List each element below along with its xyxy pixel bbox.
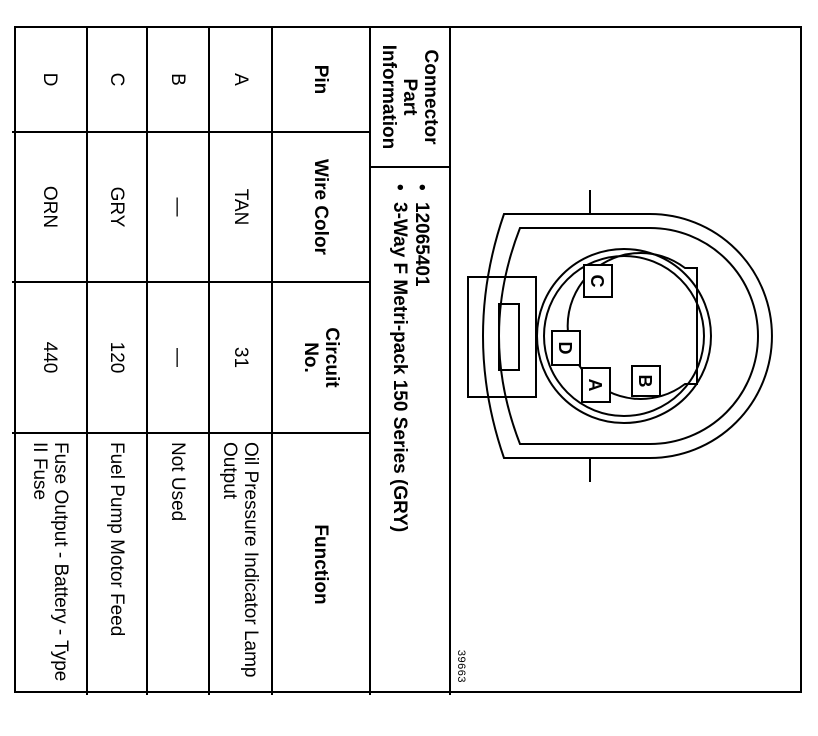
row-d-function-text: Fuse Output - Battery - Type II Fuse — [29, 442, 71, 682]
row-a-function-text: Oil Pressure Indicator Lamp Output — [219, 442, 262, 678]
pin-cavity-a — [581, 367, 611, 403]
connector-face-svg: A B C D — [467, 190, 773, 482]
header-circuit-no: Circuit No. — [273, 283, 369, 432]
row-c-wire-color-text: GRY — [106, 186, 128, 228]
row-c-circuit-no: 120 — [88, 283, 146, 432]
header-function: Function — [273, 434, 369, 695]
row-b-circuit-no-text: — — [167, 348, 189, 367]
row-b-pin: B — [148, 28, 208, 131]
row-a-pin: A — [210, 28, 271, 131]
row-b-wire-color-text: — — [167, 197, 189, 217]
row-d-circuit-no-text: 440 — [39, 341, 61, 374]
connector-housing-outline — [482, 213, 773, 459]
pin-label-c: C — [587, 275, 607, 288]
header-pin-text: Pin — [310, 64, 332, 95]
header-function-text: Function — [310, 524, 332, 605]
divider-drawing-table — [449, 28, 451, 695]
connector-diagram: A B C D 39663 Connector Part Information — [12, 26, 802, 695]
row-d-pin-text: D — [39, 72, 61, 87]
row-b-pin-text: B — [167, 73, 189, 86]
row-b-function-text: Not Used — [167, 442, 189, 522]
row-c-pin: C — [88, 28, 146, 131]
row-a-circuit-no: 31 — [210, 283, 271, 432]
header-wire-color-text: Wire Color — [310, 159, 332, 255]
pin-label-d: D — [555, 342, 575, 355]
pin-cavity-c — [583, 264, 613, 298]
locking-tab-slot — [498, 303, 520, 371]
header-wire-color: Wire Color — [273, 133, 369, 281]
mating-face-outer-ring — [536, 248, 712, 424]
row-d-pin: D — [14, 28, 86, 131]
row-d-circuit-no: 440 — [14, 283, 86, 432]
pin-label-b: B — [635, 375, 655, 388]
row-b-wire-color: — — [148, 133, 208, 281]
connector-drawing: A B C D 39663 — [451, 28, 800, 695]
diagram-frame: A B C D 39663 Connector Part Information — [12, 26, 802, 695]
pin-cavity-d — [551, 330, 581, 366]
connector-part-description: 3-Way F Metri-pack 150 Series (GRY) — [388, 202, 410, 532]
row-d-wire-color: ORN — [14, 133, 86, 281]
row-a-wire-color-text: TAN — [230, 188, 251, 226]
header-pin: Pin — [273, 28, 369, 131]
connector-part-info: 12065401 3-Way F Metri-pack 150 Series (… — [371, 168, 449, 695]
row-a-wire-color: TAN — [210, 133, 271, 281]
row-a-pin-text: A — [230, 73, 251, 86]
row-c-pin-text: C — [106, 72, 128, 87]
row-b-circuit-no: — — [148, 283, 208, 432]
diagram-reference-number: 39663 — [455, 649, 467, 683]
row-c-wire-color: GRY — [88, 133, 146, 281]
row-c-function: Fuel Pump Motor Feed — [88, 434, 146, 695]
row-c-function-text: Fuel Pump Motor Feed — [106, 442, 128, 637]
row-d-function: Fuse Output - Battery - Type II Fuse — [14, 434, 86, 695]
mating-face-inner-ring — [543, 255, 705, 417]
pin-label-a: A — [585, 379, 605, 392]
row-a-circuit-no-text: 31 — [230, 346, 251, 369]
connector-part-info-header: Connector Part Information — [371, 28, 449, 166]
connector-part-number: 12065401 — [410, 202, 432, 532]
row-b-function: Not Used — [148, 434, 208, 695]
connector-part-info-list: 12065401 3-Way F Metri-pack 150 Series (… — [388, 178, 432, 532]
pin-cavity-b — [631, 365, 661, 397]
header-circuit-no-text: Circuit No. — [300, 327, 342, 388]
row-a-function: Oil Pressure Indicator Lamp Output — [210, 434, 271, 695]
row-c-circuit-no-text: 120 — [106, 341, 128, 374]
connector-part-info-header-text: Connector Part Information — [378, 44, 442, 150]
row-d-wire-color-text: ORN — [39, 185, 61, 229]
locking-tab — [467, 276, 537, 398]
